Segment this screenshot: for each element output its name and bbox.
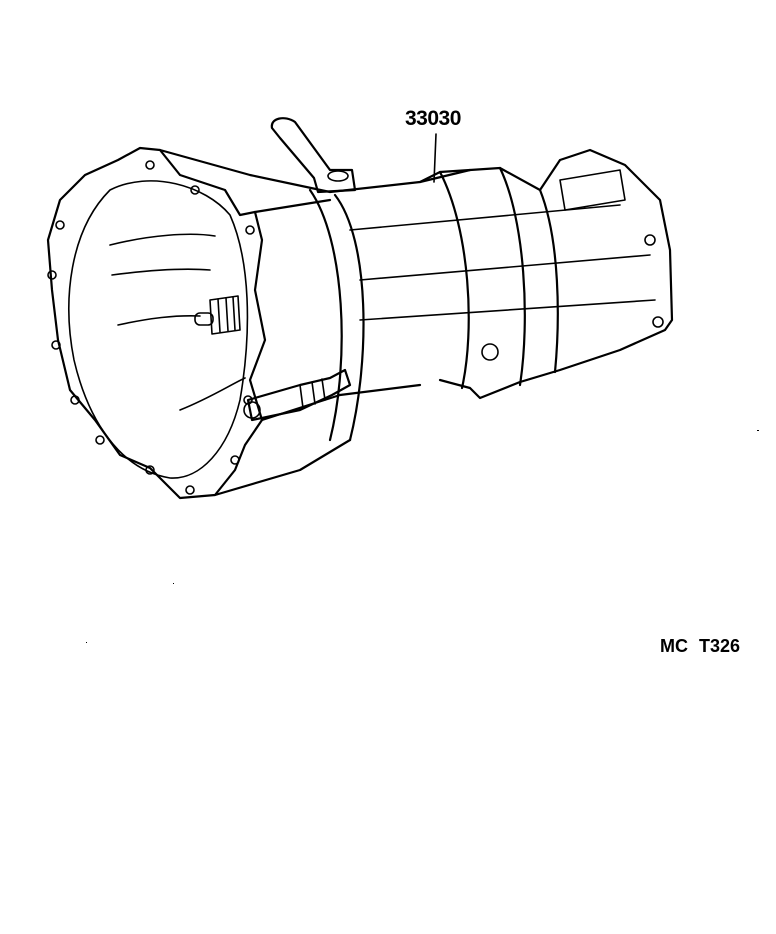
- shift-lever-bracket: [270, 117, 357, 194]
- clutch-housing-taper: [158, 148, 472, 497]
- callout-leader-line: [433, 133, 437, 183]
- clutch-slave-cylinder: [243, 368, 352, 422]
- bell-housing: [46, 146, 267, 500]
- part-number-callout: 33030: [405, 107, 461, 130]
- input-shaft: [194, 295, 241, 335]
- figure-code: MC T326: [660, 636, 741, 656]
- transmission-case: [349, 148, 674, 400]
